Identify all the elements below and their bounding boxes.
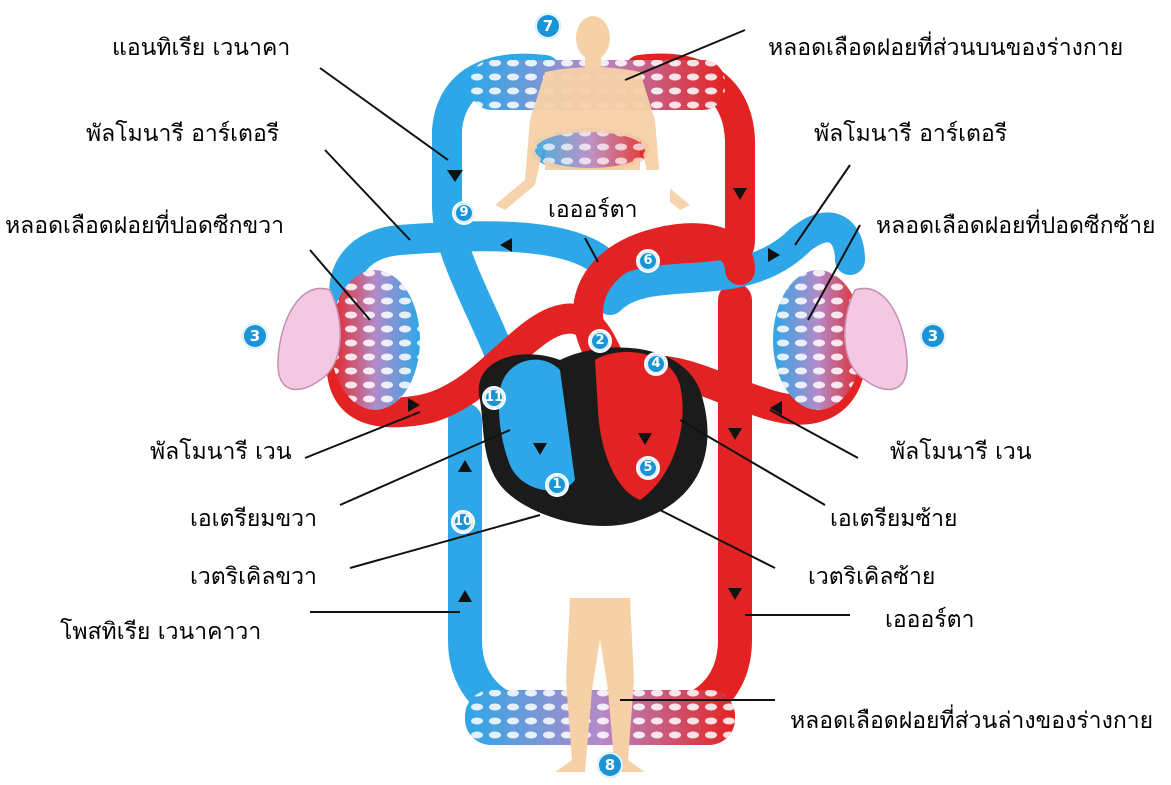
label-lower-body-capillaries: หลอดเลือดฝอยที่ส่วนล่างของร่างกาย [790, 707, 1153, 735]
label-left-lung-capillaries: หลอดเลือดฝอยที่ปอดซีกซ้าย [876, 212, 1156, 240]
badge-2: 2 [588, 329, 612, 353]
label-right-lung-capillaries: หลอดเลือดฝอยที่ปอดซีกขวา [5, 212, 284, 240]
label-pulmonary-artery-left: พัลโมนารี อาร์เตอรี [86, 120, 279, 148]
badge-1: 1 [545, 473, 569, 497]
label-pulmonary-artery-right: พัลโมนารี อาร์เตอรี [814, 120, 1007, 148]
badge-9: 9 [452, 201, 476, 225]
label-right-ventricle: เวตริเคิลขวา [190, 563, 317, 591]
label-right-atrium: เอเตรียมขวา [190, 505, 317, 533]
label-aorta-top: เอออร์ตา [548, 196, 638, 224]
badge-11: 11 [482, 386, 506, 410]
label-pulmonary-vein-left: พัลโมนารี เวน [150, 438, 292, 466]
heart [479, 348, 708, 526]
label-anterior-vena-cava: แอนทิเรีย เวนาคา [112, 34, 290, 62]
badge-4: 4 [644, 352, 668, 376]
label-aorta-bottom: เอออร์ตา [885, 606, 975, 634]
badge-10: 10 [451, 510, 475, 534]
badge-8: 8 [597, 752, 623, 778]
badge-5: 5 [636, 456, 660, 480]
label-left-atrium: เอเตรียมซ้าย [830, 505, 957, 533]
badge-6: 6 [636, 249, 660, 273]
badge-3-left: 3 [242, 323, 268, 349]
badge-3-right: 3 [920, 323, 946, 349]
label-upper-body-capillaries: หลอดเลือดฝอยที่ส่วนบนของร่างกาย [768, 34, 1123, 62]
upper-body-figure [495, 16, 690, 210]
label-posterior-vena-cava: โพสทิเรีย เวนาคาวา [60, 618, 261, 646]
badge-7: 7 [535, 13, 561, 39]
label-pulmonary-vein-right: พัลโมนารี เวน [890, 438, 1032, 466]
label-left-ventricle: เวตริเคิลซ้าย [808, 563, 935, 591]
